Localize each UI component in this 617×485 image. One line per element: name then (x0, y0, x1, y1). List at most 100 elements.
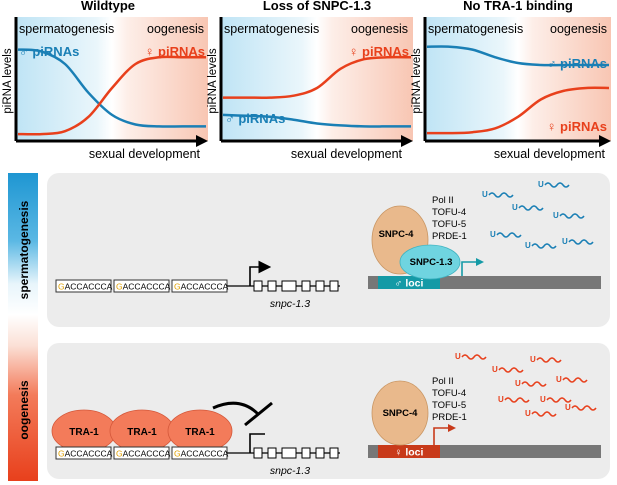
repressed-transcription-start (249, 433, 265, 453)
factor-label: TOFU-5 (432, 219, 466, 230)
male-pirna-label: ♂ piRNAs (19, 44, 79, 59)
phase-label-oogenesis: oogenesis (550, 22, 607, 36)
tra1-label: TRA-1 (69, 427, 99, 438)
pirna-squiggle: U (512, 203, 544, 212)
oogenesis-panel: TRA-1 TRA-1 TRA-1 GACCACCCA GACCACCCA GA… (47, 343, 610, 479)
gene-exons (250, 447, 340, 459)
pirna-squiggle: U (538, 180, 570, 189)
developmental-gradient-bar (8, 173, 38, 481)
svg-text:U: U (512, 203, 518, 212)
svg-text:U: U (538, 180, 544, 189)
panel-title: Wildtype (81, 0, 135, 13)
pirna-squiggle: U (562, 237, 594, 246)
spermatogenesis-panel: GACCACCCA GACCACCCA GACCACCCA snpc-1.3 ♂… (47, 173, 610, 327)
panel-wildtype: Wildtype spermatogenesis oogenesis piRNA… (2, 0, 208, 161)
factor-label: Pol II (432, 195, 454, 206)
panel-loss-of-snpc13: Loss of SNPC-1.3 spermatogenesis oogenes… (207, 0, 413, 161)
motif-box: GACCACCCA (113, 279, 171, 293)
svg-text:U: U (492, 365, 498, 374)
phase-background (16, 17, 208, 141)
svg-text:U: U (562, 237, 568, 246)
svg-text:GACCACCCA: GACCACCCA (174, 449, 229, 459)
tra1-label: TRA-1 (127, 427, 157, 438)
svg-text:U: U (455, 352, 461, 361)
x-axis-label: sexual development (494, 147, 606, 161)
male-pirna-curve (222, 113, 411, 128)
phase-label-spermatogenesis: spermatogenesis (224, 22, 319, 36)
pirna-squiggle: U (530, 355, 562, 364)
female-pirna-curve (426, 86, 610, 135)
snpc13-label: SNPC-1.3 (410, 257, 453, 268)
side-label-oogenesis: oogenesis (17, 380, 31, 440)
svg-text:U: U (482, 190, 488, 199)
svg-text:GACCACCCA: GACCACCCA (58, 449, 113, 459)
factor-label: TOFU-4 (432, 207, 466, 218)
pirna-squiggle: U (540, 395, 572, 404)
svg-text:U: U (515, 379, 521, 388)
x-axis-arrowhead (196, 135, 208, 147)
svg-text:U: U (525, 241, 531, 250)
male-pirna-label: ♂ piRNAs (547, 56, 607, 71)
phase-label-oogenesis: oogenesis (147, 22, 204, 36)
svg-text:U: U (498, 395, 504, 404)
motif-box: GACCACCCA (171, 279, 229, 293)
svg-text:U: U (540, 395, 546, 404)
female-pirna-curve (223, 55, 412, 99)
svg-text:U: U (565, 403, 571, 412)
phase-label-spermatogenesis: spermatogenesis (428, 22, 523, 36)
svg-text:U: U (490, 230, 496, 239)
svg-text:U: U (530, 355, 536, 364)
motif-box: GACCACCCA (55, 279, 113, 293)
female-locus (378, 445, 440, 458)
svg-text:GACCACCCA: GACCACCCA (116, 282, 171, 292)
y-axis-label: piRNA levels (411, 48, 423, 113)
snpc4-protein (371, 380, 429, 446)
factor-label: TOFU-5 (432, 400, 466, 411)
pirna-squiggle: U (525, 241, 557, 250)
x-axis-label: sexual development (89, 147, 201, 161)
pirna-squiggle: U (565, 403, 597, 412)
locus-transcription-arrowhead (476, 258, 484, 266)
pirna-squiggle: U (490, 230, 522, 239)
phase-label-oogenesis: oogenesis (351, 22, 408, 36)
panel-no-tra1-binding: No TRA-1 binding spermatogenesis oogenes… (411, 0, 611, 161)
snpc4-label: SNPC-4 (379, 229, 415, 240)
locus-transcription-arrowhead (448, 424, 456, 432)
panel-title: Loss of SNPC-1.3 (263, 0, 371, 13)
motif-box: GACCACCCA (55, 446, 113, 460)
pirna-squiggle: U (455, 352, 487, 361)
factor-label: PRDE-1 (432, 231, 467, 242)
pirna-squiggle: U (556, 375, 588, 384)
repression-arc (212, 401, 260, 416)
transcription-start-arrow (249, 260, 272, 286)
pirna-squiggle: U (498, 395, 530, 404)
snpc13-protein (399, 244, 461, 280)
pirna-squiggle: U (553, 211, 585, 220)
svg-text:GACCACCCA: GACCACCCA (174, 282, 229, 292)
x-axis-label: sexual development (291, 147, 403, 161)
female-locus-label: ♀ loci (395, 447, 424, 459)
factor-label: TOFU-4 (432, 388, 466, 399)
pirna-squiggle: U (525, 409, 557, 418)
gene-label: snpc-1.3 (270, 465, 310, 477)
gene-exons (250, 280, 340, 292)
svg-text:GACCACCCA: GACCACCCA (58, 282, 113, 292)
snpc4-label: SNPC-4 (383, 408, 419, 419)
female-pirna-curve (17, 55, 206, 136)
svg-text:GACCACCCA: GACCACCCA (116, 449, 171, 459)
y-axis-label: piRNA levels (2, 48, 14, 113)
panel-title: No TRA-1 binding (463, 0, 573, 13)
motif-box: GACCACCCA (113, 446, 171, 460)
svg-text:U: U (553, 211, 559, 220)
male-pirna-curve (426, 45, 609, 67)
female-pirna-label: ♀ piRNAs (349, 44, 409, 59)
x-axis-arrowhead (401, 135, 413, 147)
side-label-spermatogenesis: spermatogenesis (17, 200, 31, 299)
female-pirna-label: ♀ piRNAs (145, 44, 205, 59)
locus-transcription-arrow (461, 261, 478, 276)
pirna-squiggle: U (492, 365, 524, 374)
male-locus-label: ♂ loci (395, 278, 424, 290)
female-pirna-label: ♀ piRNAs (547, 119, 607, 134)
motif-box: GACCACCCA (171, 446, 229, 460)
